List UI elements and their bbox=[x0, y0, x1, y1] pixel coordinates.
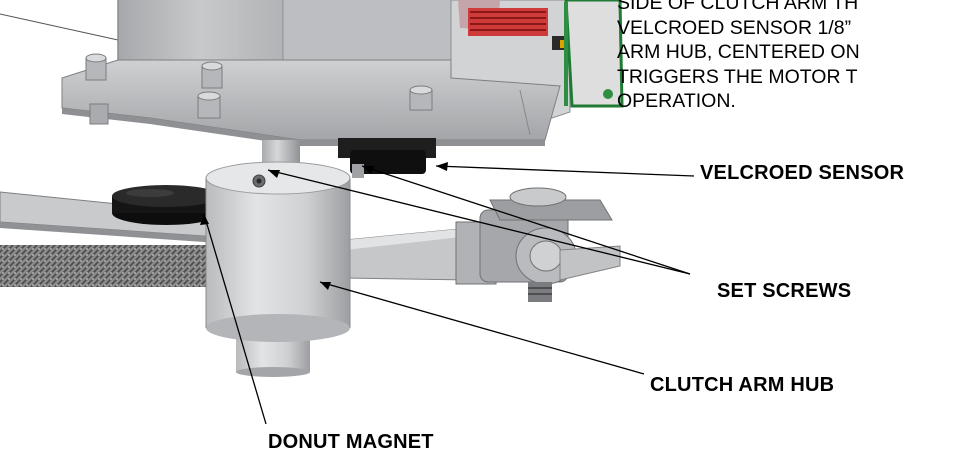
leader-clutch-arm-hub bbox=[319, 281, 645, 375]
description-line-2: VELCROED SENSOR 1/8” bbox=[617, 16, 852, 39]
plate-bolts bbox=[85, 53, 433, 125]
arrowheads bbox=[200, 162, 448, 290]
motor-body bbox=[117, 0, 452, 78]
callout-donut-magnet: DONUT MAGNET bbox=[268, 431, 434, 453]
leader-donut-magnet bbox=[203, 213, 267, 425]
leader-line-top bbox=[0, 13, 119, 41]
clutch-arm-hub-part bbox=[205, 161, 351, 377]
circuit-board bbox=[564, 0, 624, 108]
description-line-3: ARM HUB, CENTERED ON bbox=[617, 41, 860, 63]
callout-velcroed-sensor: VELCROED SENSOR bbox=[700, 162, 905, 184]
donut-magnet-part bbox=[112, 185, 220, 225]
callout-clutch-arm-hub: CLUTCH ARM HUB bbox=[650, 374, 835, 396]
red-connector bbox=[468, 8, 548, 36]
description-line-4: TRIGGERS THE MOTOR T bbox=[617, 65, 858, 88]
leader-set-screw-2 bbox=[361, 165, 691, 275]
description-line-5: OPERATION. bbox=[617, 90, 736, 112]
description-line-1: SIDE OF CLUTCH ARM TH bbox=[617, 0, 859, 14]
description-text: SIDE OF CLUTCH ARM TH VELCROED SENSOR 1/… bbox=[617, 0, 969, 114]
leader-velcroed-sensor bbox=[435, 165, 695, 177]
link-arm bbox=[344, 187, 621, 302]
callout-set-screws: SET SCREWS bbox=[717, 280, 852, 302]
leader-set-screw-1 bbox=[267, 169, 691, 275]
leader-lines bbox=[203, 165, 695, 425]
mounting-plate bbox=[61, 59, 561, 146]
spring bbox=[0, 245, 215, 287]
velcroed-sensor-part bbox=[338, 138, 436, 178]
